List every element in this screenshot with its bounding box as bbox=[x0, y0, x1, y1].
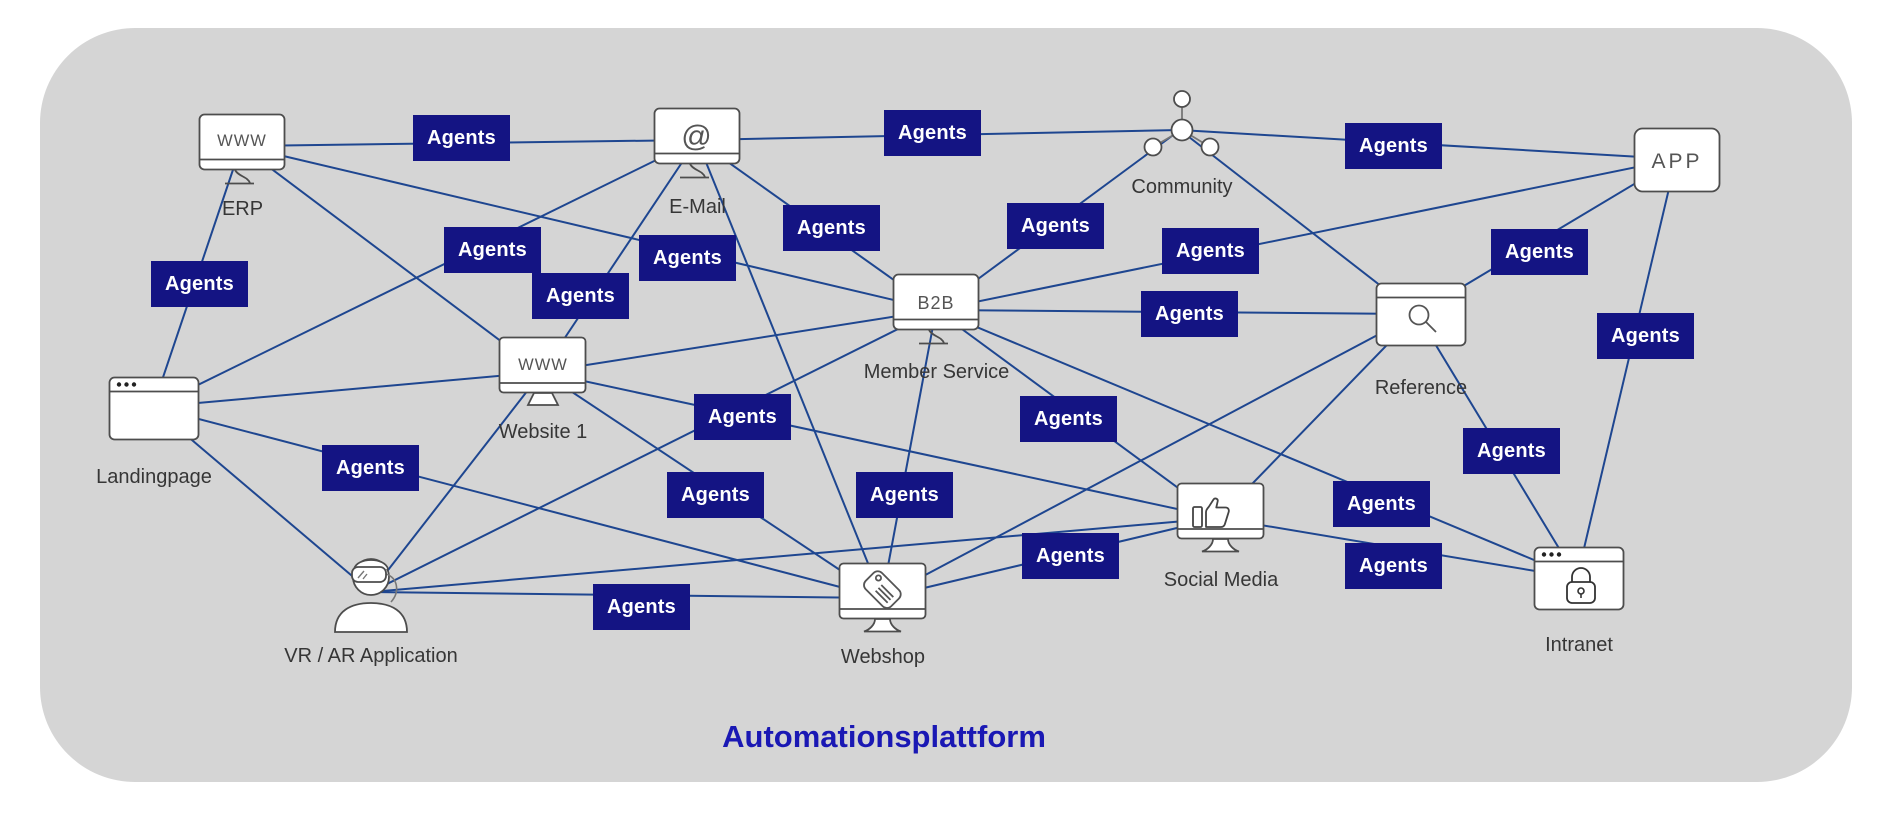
agents-badge-b2b-webshop: Agents bbox=[856, 472, 953, 518]
thumbs-up-monitor-icon bbox=[1176, 482, 1265, 553]
node-socialmedia: Social Media bbox=[1164, 482, 1278, 591]
node-label-website1: Website 1 bbox=[498, 421, 588, 443]
agents-badge-reference-intranet: Agents bbox=[1463, 428, 1560, 474]
node-label-webshop: Webshop bbox=[840, 646, 926, 668]
agents-badge-app-intranet: Agents bbox=[1597, 313, 1694, 359]
node-label-intranet: Intranet bbox=[1545, 634, 1613, 656]
node-website1: WWW Website 1 bbox=[498, 336, 588, 443]
agents-badge-website1-webshop: Agents bbox=[667, 472, 764, 518]
agents-badge-email-website1: Agents bbox=[532, 273, 629, 319]
agents-badge-email-b2b: Agents bbox=[783, 205, 880, 251]
connection-line-website1-vrar bbox=[370, 371, 543, 593]
agents-badge-community-app: Agents bbox=[1345, 123, 1442, 169]
agents-badge-b2b-reference: Agents bbox=[1141, 291, 1238, 337]
platform-title: Automationsplattform bbox=[722, 719, 1046, 754]
agents-badge-website1-socialmedia: Agents bbox=[694, 394, 791, 440]
svg-text:B2B: B2B bbox=[917, 293, 954, 313]
connection-line-landingpage-webshop bbox=[152, 406, 883, 599]
agents-badge-erp-b2b: Agents bbox=[639, 235, 736, 281]
node-label-community: Community bbox=[1131, 176, 1233, 198]
agents-badge-b2b-socialmedia: Agents bbox=[1020, 396, 1117, 442]
connection-line-b2b-vrar bbox=[370, 309, 937, 593]
lock-browser-icon bbox=[1533, 546, 1625, 611]
browser-window-icon bbox=[108, 376, 200, 441]
node-label-b2b: Member Service bbox=[863, 361, 1010, 383]
price-tag-monitor-icon bbox=[838, 562, 927, 633]
node-reference: Reference bbox=[1375, 282, 1467, 399]
connection-line-community-reference bbox=[1179, 129, 1418, 315]
vr-headset-person-icon bbox=[334, 558, 408, 633]
node-app: APP bbox=[1633, 127, 1721, 198]
agents-badge-app-b2b: Agents bbox=[1162, 228, 1259, 274]
www-monitor-icon: WWW bbox=[198, 113, 286, 185]
node-label-erp: ERP bbox=[221, 198, 264, 220]
connection-line-email-website1 bbox=[541, 139, 698, 373]
connection-line-b2b-webshop bbox=[881, 309, 937, 599]
node-label-socialmedia: Social Media bbox=[1163, 569, 1279, 591]
connection-line-app-intranet bbox=[1576, 158, 1677, 579]
agents-badge-app-reference: Agents bbox=[1491, 229, 1588, 275]
svg-text:WWW: WWW bbox=[518, 356, 568, 374]
b2b-monitor-icon: B2B bbox=[892, 273, 980, 345]
connection-line-email-webshop bbox=[696, 139, 883, 599]
agents-badge-email-community: Agents bbox=[884, 110, 981, 156]
node-label-vrar: VR / AR Application bbox=[284, 645, 458, 667]
connection-line-vrar-socialmedia bbox=[370, 517, 1220, 593]
connection-line-website1-landingpage bbox=[152, 371, 543, 408]
node-webshop: Webshop bbox=[838, 562, 928, 668]
node-email: @ E-Mail bbox=[653, 107, 742, 218]
node-b2b: B2B Member Service bbox=[864, 273, 1009, 383]
node-label-email: E-Mail bbox=[669, 196, 726, 218]
svg-text:@: @ bbox=[681, 120, 712, 153]
agents-badge-b2b-intranet: Agents bbox=[1333, 481, 1430, 527]
connection-line-webshop-reference bbox=[881, 313, 1418, 599]
connection-line-app-b2b bbox=[935, 158, 1677, 311]
app-icon: APP bbox=[1633, 127, 1721, 193]
connection-line-email-landingpage bbox=[152, 139, 698, 408]
svg-text:APP: APP bbox=[1651, 150, 1702, 173]
connection-line-website1-socialmedia bbox=[541, 371, 1220, 519]
agents-badge-webshop-socialmedia: Agents bbox=[1022, 533, 1119, 579]
agents-badge-vrar-webshop: Agents bbox=[593, 584, 690, 630]
agents-badge-community-b2b: Agents bbox=[1007, 203, 1104, 249]
node-vrar: VR / AR Application bbox=[284, 548, 458, 667]
node-intranet: Intranet bbox=[1533, 546, 1625, 656]
agents-badge-landingpage-webshop: Agents bbox=[322, 445, 419, 491]
node-community: Community bbox=[1131, 88, 1233, 198]
agents-badge-socialmedia-intranet: Agents bbox=[1345, 543, 1442, 589]
agents-badge-email-landingpage: Agents bbox=[444, 227, 541, 273]
node-label-reference: Reference bbox=[1374, 377, 1468, 399]
community-network-icon bbox=[1143, 90, 1220, 157]
svg-text:WWW: WWW bbox=[217, 132, 267, 150]
node-label-landingpage: Landingpage bbox=[96, 466, 212, 488]
connection-line-erp-b2b bbox=[240, 145, 937, 311]
connection-line-b2b-website1 bbox=[541, 309, 937, 373]
email-at-monitor-icon: @ bbox=[653, 107, 741, 179]
node-erp: WWW ERP bbox=[198, 113, 287, 220]
connection-line-erp-website1 bbox=[240, 145, 543, 373]
agents-badge-erp-email: Agents bbox=[413, 115, 510, 161]
www-monitor-icon: WWW bbox=[498, 336, 587, 406]
search-browser-icon bbox=[1375, 282, 1467, 347]
node-landingpage: Landingpage bbox=[96, 376, 212, 488]
agents-badge-erp-landingpage: Agents bbox=[151, 261, 248, 307]
connection-line-b2b-intranet bbox=[935, 309, 1578, 579]
